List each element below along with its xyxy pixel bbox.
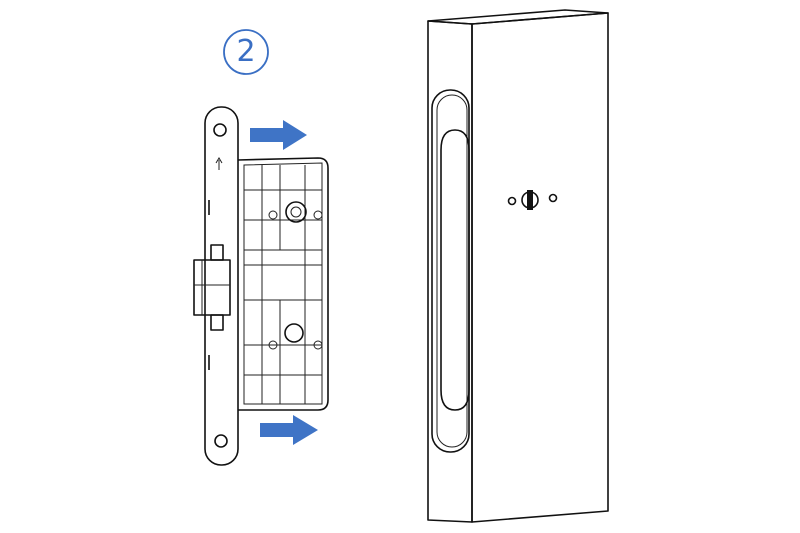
screw-hole-top — [213, 123, 227, 137]
direction-arrow-icon — [215, 157, 223, 170]
door-block — [427, 9, 609, 523]
push-arrow-top-icon — [250, 120, 307, 150]
lock-faceplate — [204, 106, 239, 466]
latch-bolt — [193, 244, 231, 331]
step-number-circle — [223, 29, 269, 75]
spindle-hole — [285, 201, 307, 223]
screw-hole-bottom — [214, 434, 228, 448]
lock-body — [237, 157, 329, 411]
mortise-slot — [431, 89, 470, 453]
screw-hole-left — [507, 196, 517, 206]
screw-hole-right — [548, 193, 558, 203]
push-arrow-bottom-icon — [260, 415, 318, 445]
step-number-label: 2 — [236, 34, 256, 69]
cylinder-hole — [284, 323, 304, 343]
